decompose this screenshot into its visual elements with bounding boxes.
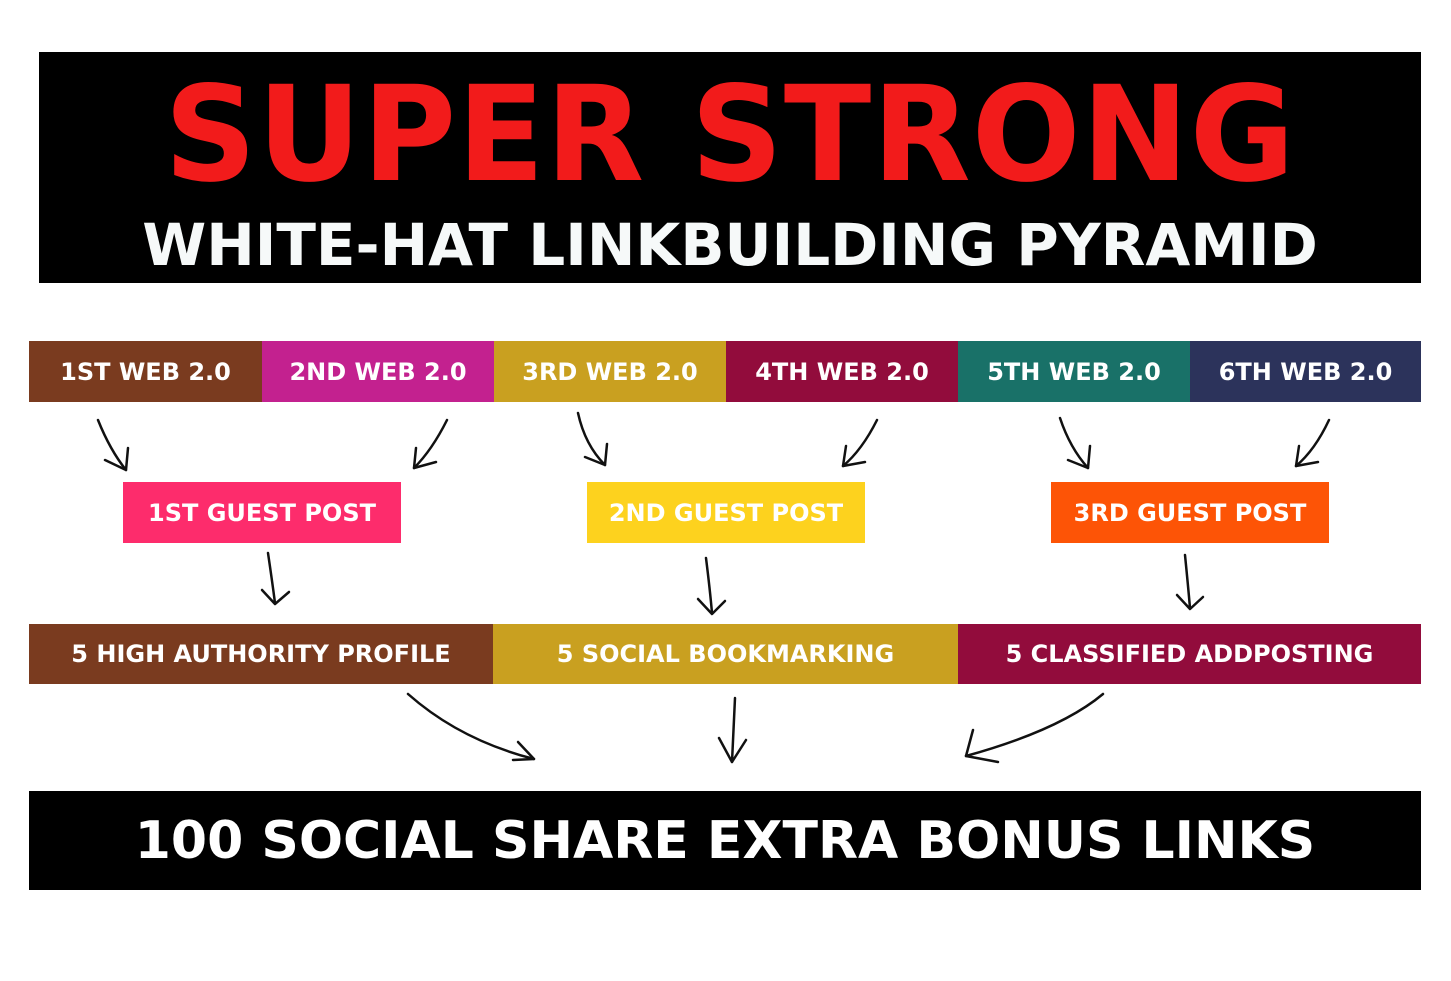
resource-box-profiles: 5 HIGH AUTHORITY PROFILE xyxy=(29,624,493,684)
web20-box-4: 4TH WEB 2.0 xyxy=(726,341,958,402)
web20-box-3: 3RD WEB 2.0 xyxy=(494,341,726,402)
arrow-icon xyxy=(841,418,879,468)
arrow-icon xyxy=(717,696,748,764)
arrow-icon xyxy=(964,692,1105,764)
arrow-icon xyxy=(1175,553,1205,611)
guest-post-box-1: 1ST GUEST POST xyxy=(123,482,401,543)
bonus-links-banner: 100 SOCIAL SHARE EXTRA BONUS LINKS xyxy=(29,791,1421,890)
resource-box-bookmarking: 5 SOCIAL BOOKMARKING xyxy=(493,624,958,684)
arrow-icon xyxy=(696,556,727,616)
guest-post-box-2: 2ND GUEST POST xyxy=(587,482,865,543)
arrow-icon xyxy=(576,411,609,467)
arrow-icon xyxy=(1294,418,1331,468)
web20-box-6: 6TH WEB 2.0 xyxy=(1190,341,1421,402)
page-title: SUPER STRONG xyxy=(164,58,1296,212)
web20-box-1: 1ST WEB 2.0 xyxy=(29,341,262,402)
web20-box-5: 5TH WEB 2.0 xyxy=(958,341,1190,402)
arrow-icon xyxy=(260,551,291,606)
arrow-icon xyxy=(412,418,449,470)
arrow-icon xyxy=(1058,416,1092,470)
web20-box-2: 2ND WEB 2.0 xyxy=(262,341,494,402)
guest-post-box-3: 3RD GUEST POST xyxy=(1051,482,1329,543)
arrow-icon xyxy=(406,692,536,762)
page-subtitle: WHITE-HAT LINKBUILDING PYRAMID xyxy=(142,211,1318,279)
header-banner: SUPER STRONG WHITE-HAT LINKBUILDING PYRA… xyxy=(39,52,1421,283)
resource-box-classified: 5 CLASSIFIED ADDPOSTING xyxy=(958,624,1421,684)
arrow-icon xyxy=(96,418,130,472)
